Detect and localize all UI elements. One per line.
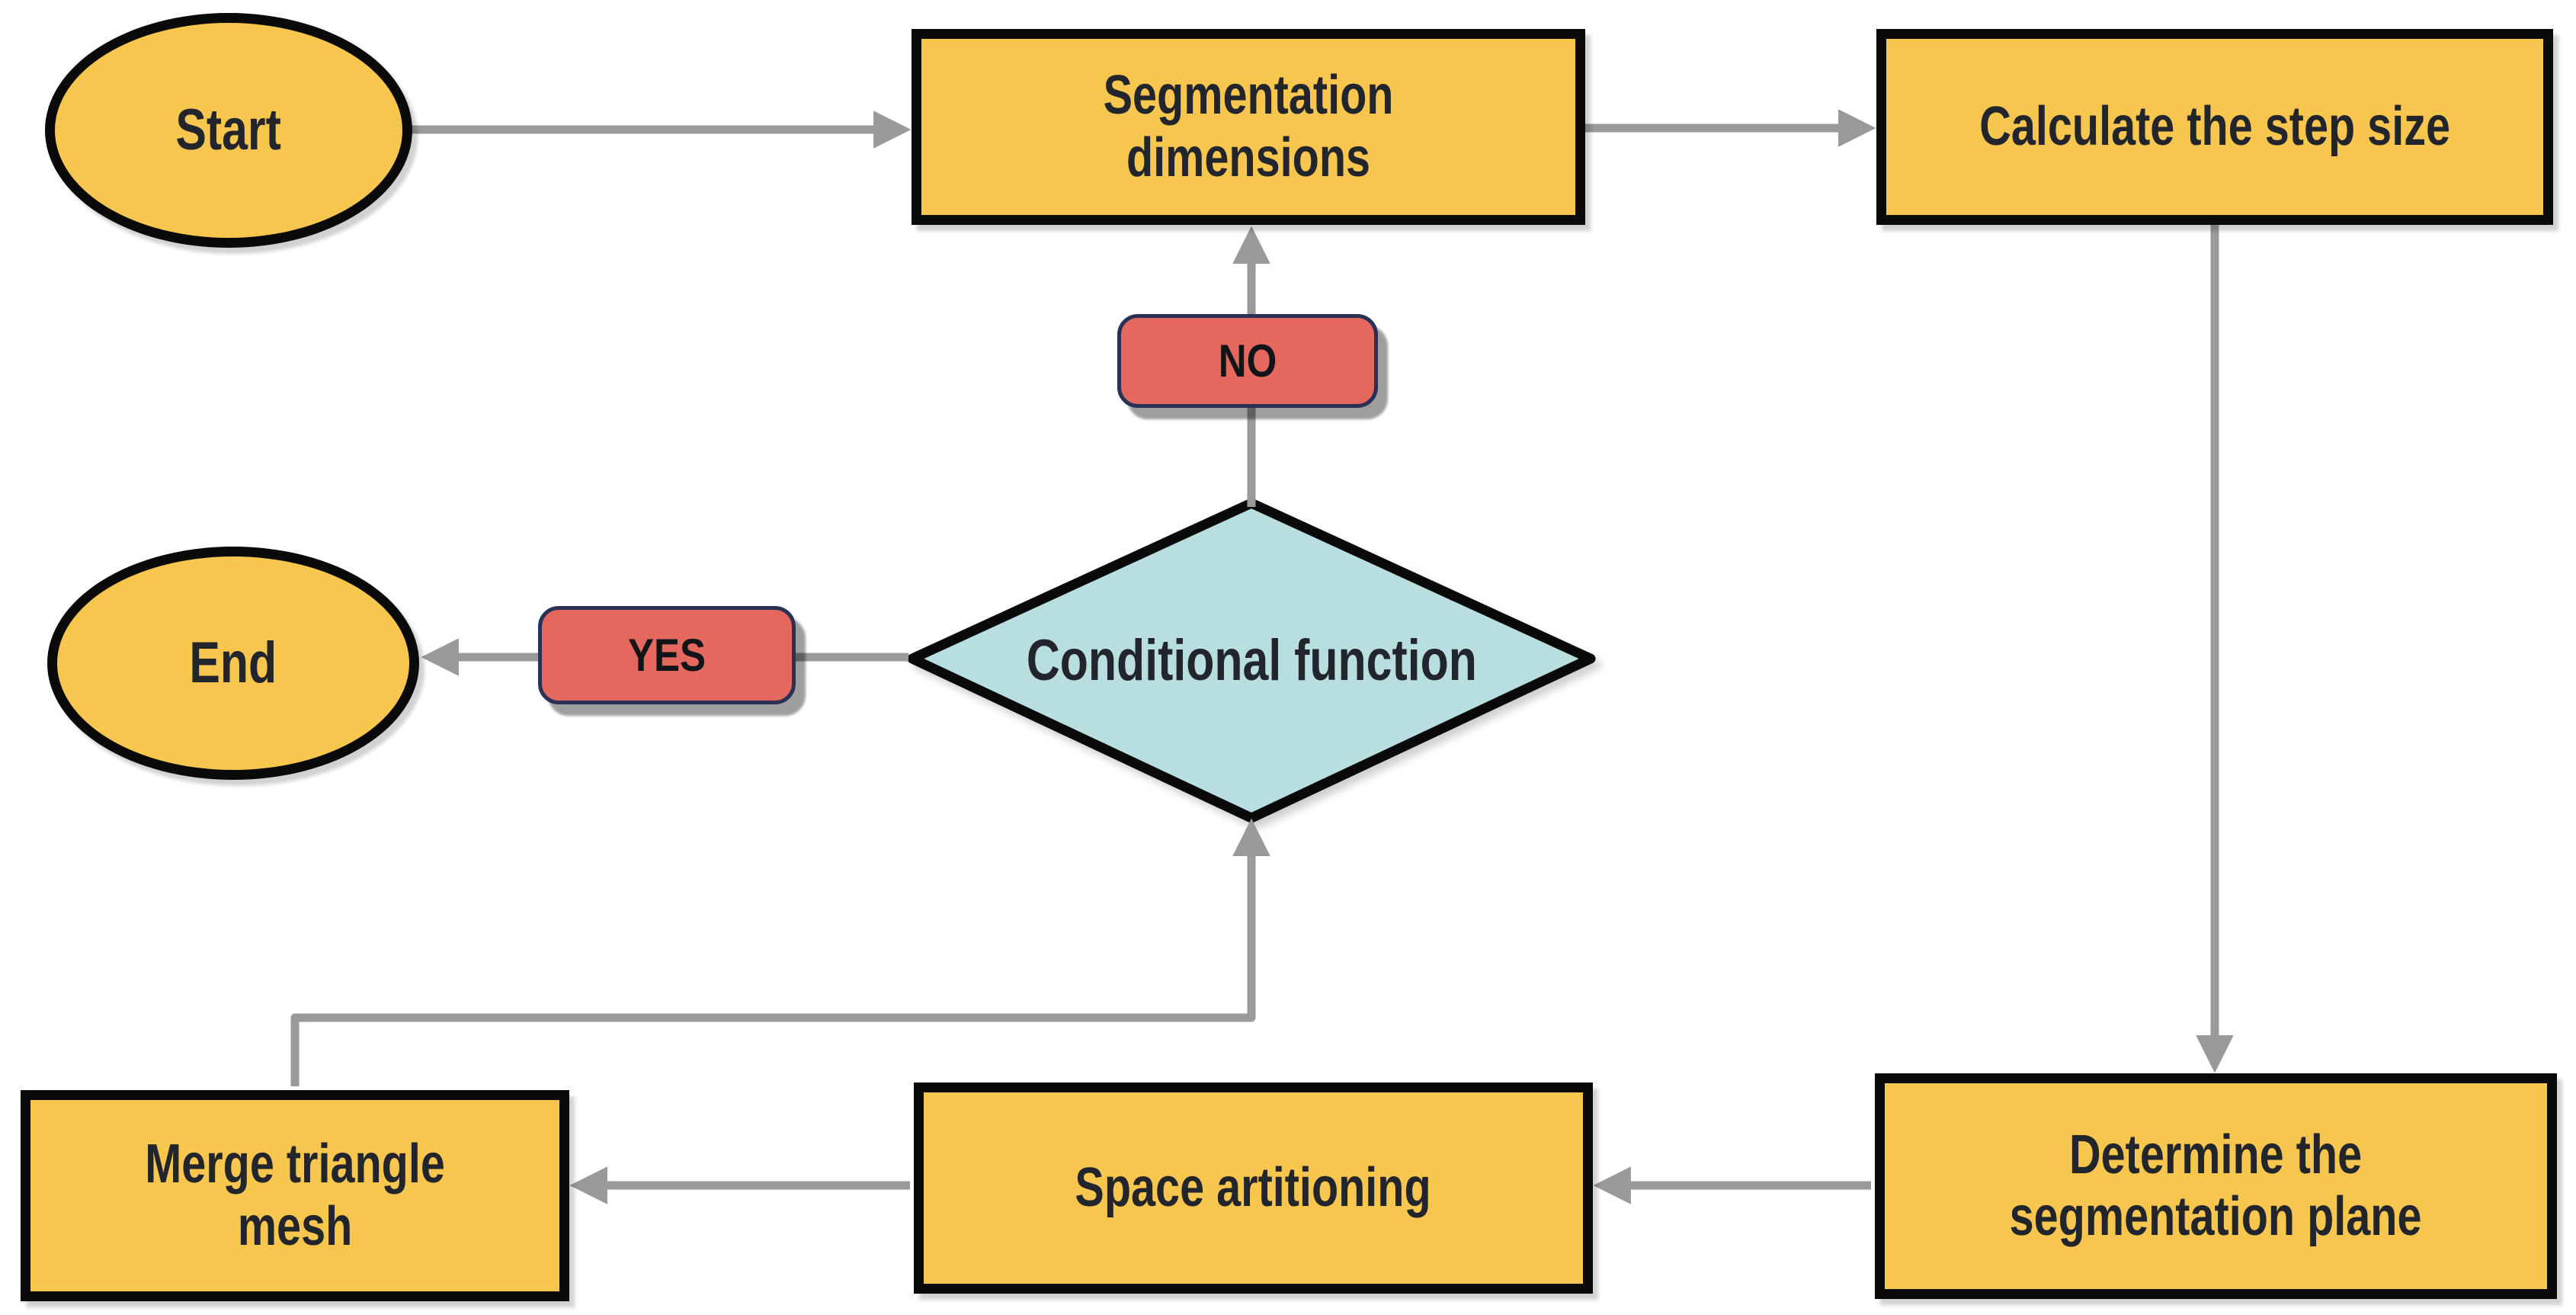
node-conditional-function: Conditional function: [912, 503, 1591, 818]
badge-label: NO: [1218, 335, 1277, 386]
node-end: End: [47, 547, 419, 780]
node-label: Calculate the step size: [1979, 95, 2450, 157]
badge-label: YES: [627, 629, 706, 681]
node-merge-triangle-mesh: Merge triangle mesh: [21, 1090, 569, 1301]
node-label: Segmentation dimensions: [1103, 65, 1394, 188]
node-start: Start: [45, 13, 412, 248]
node-label: Space artitioning: [1075, 1156, 1432, 1218]
node-label: Merge triangle mesh: [145, 1134, 445, 1257]
node-label: Determine the segmentation plane: [2010, 1124, 2422, 1247]
node-label: End: [189, 630, 277, 696]
badge-yes: YES: [538, 606, 796, 704]
node-segmentation-dimensions: Segmentation dimensions: [912, 29, 1585, 225]
conditional-diamond-shape: [907, 498, 1596, 823]
badge-no: NO: [1117, 314, 1378, 408]
node-label: Start: [175, 98, 282, 163]
connector-merge-to-conditional: [290, 818, 1270, 1086]
node-label: Conditional function: [1026, 627, 1477, 693]
node-calculate-step-size: Calculate the step size: [1876, 29, 2553, 225]
node-determine-segmentation-plane: Determine the segmentation plane: [1875, 1073, 2557, 1299]
node-space-partitioning: Space artitioning: [914, 1082, 1593, 1294]
